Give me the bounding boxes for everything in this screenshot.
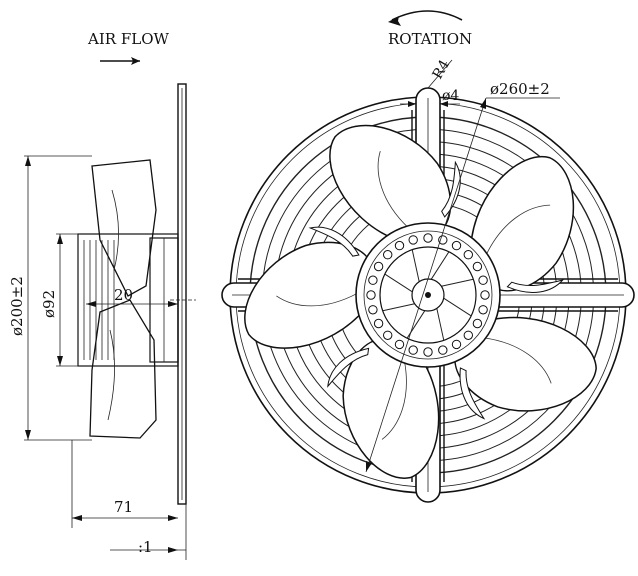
hub-hole: [366, 290, 376, 300]
hub-hole: [463, 330, 473, 340]
rotation-arrow-icon: [388, 10, 463, 26]
hub-hole: [394, 240, 405, 251]
hub-hole: [438, 345, 448, 355]
dim-diameter-92: ø92: [40, 233, 80, 367]
hub-hole: [408, 235, 418, 245]
hub-hole: [463, 250, 473, 260]
front-hub-holes: [366, 233, 490, 357]
dim-diameter-260-text: ø260±2: [490, 80, 550, 98]
dim-diameter-200-text: ø200±2: [8, 276, 26, 336]
dim-diameter-92-text: ø92: [40, 290, 58, 318]
dim-radius-r4-text: R4: [430, 57, 454, 82]
hub-hole: [472, 318, 483, 329]
hub-hole: [423, 347, 433, 357]
fan-blade: [469, 155, 575, 293]
side-view: [77, 83, 196, 505]
dim-depth-20-text: 20: [114, 286, 133, 304]
hub-hole: [383, 250, 393, 260]
hub-spoke: [436, 308, 445, 341]
fan-blade: [244, 226, 373, 349]
hub-hole: [423, 233, 433, 243]
hub-hole: [368, 305, 378, 315]
hub-hole: [438, 235, 448, 245]
hub-hole: [408, 345, 418, 355]
hub-hole: [478, 305, 488, 315]
side-blade-lower: [89, 299, 157, 439]
front-view: [221, 87, 635, 503]
hub-hole: [368, 275, 378, 285]
air-flow-arrow-icon: [100, 57, 140, 65]
front-blades: [244, 124, 597, 479]
fan-blade: [454, 316, 597, 420]
hub-hole: [373, 318, 384, 329]
hub-hole: [478, 275, 488, 285]
hub-hole: [373, 261, 384, 272]
dim-diameter-4-text: ø4: [442, 88, 459, 104]
air-flow-label: AIR FLOW: [87, 30, 169, 48]
side-motor-fins: [83, 240, 115, 360]
dim-offset-1-text: :1: [138, 538, 153, 556]
hub-spoke: [384, 273, 413, 293]
hub-hole: [451, 240, 462, 251]
dim-diameter-260: ø260±2: [365, 80, 560, 473]
dim-diameter-4: ø4: [400, 88, 460, 107]
dim-diameter-200: ø200±2: [8, 155, 92, 441]
hub-spoke: [411, 249, 420, 282]
hub-spoke: [441, 278, 474, 287]
hub-hole: [480, 290, 490, 300]
hub-spoke: [382, 303, 415, 312]
dim-offset-1: :1: [110, 504, 187, 560]
hub-hole: [472, 261, 483, 272]
dim-depth-71: 71: [71, 440, 178, 528]
hub-hole: [394, 339, 405, 350]
hub-spoke: [443, 297, 472, 317]
side-blade-upper: [91, 159, 157, 297]
dim-radius-r4: R4: [427, 57, 454, 89]
dim-depth-20: 20: [86, 286, 178, 307]
hub-hole: [383, 330, 393, 340]
rotation-label: ROTATION: [388, 30, 472, 48]
hub-spoke: [430, 251, 450, 280]
dim-depth-71-text: 71: [114, 498, 133, 516]
hub-hole: [451, 339, 462, 350]
front-hub-spokes: [382, 249, 474, 341]
fan-blade: [329, 124, 461, 241]
fan-blade: [327, 338, 440, 479]
